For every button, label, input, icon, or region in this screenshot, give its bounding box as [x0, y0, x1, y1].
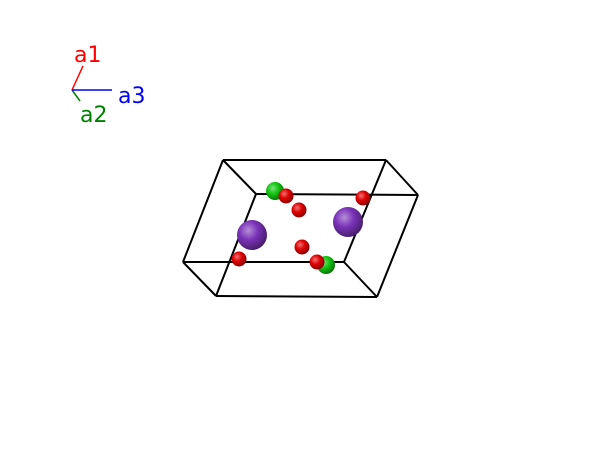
a1-axis-label: a1 — [74, 43, 101, 68]
cell-edge — [385, 159, 419, 196]
atom-red-1 — [278, 188, 294, 204]
cell-edge — [343, 261, 378, 298]
atom-purple-1 — [237, 220, 267, 250]
atom-red-4 — [294, 239, 310, 255]
cell-edge — [182, 159, 224, 263]
cell-edge — [376, 194, 419, 298]
atom-red-2 — [291, 202, 307, 218]
cell-edge — [215, 193, 257, 297]
cell-edge — [222, 159, 257, 195]
a2-axis-line — [71, 89, 81, 102]
unit-cell — [182, 159, 419, 298]
cell-edge — [182, 261, 217, 297]
atoms — [231, 182, 371, 274]
atom-red-3 — [355, 190, 371, 206]
atom-red-5 — [231, 251, 247, 267]
axis-indicator: a1 a2 a3 — [71, 43, 145, 128]
a2-axis-label: a2 — [80, 103, 107, 128]
atom-red-6 — [309, 254, 325, 270]
a1-axis-line — [71, 65, 84, 91]
cell-edge — [343, 159, 387, 263]
a3-axis-label: a3 — [118, 84, 145, 109]
cell-edge — [215, 295, 378, 298]
atom-purple-2 — [333, 207, 363, 237]
